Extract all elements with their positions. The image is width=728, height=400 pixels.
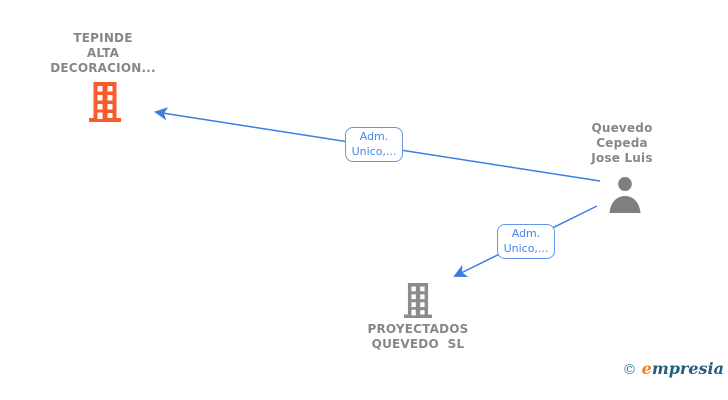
node-label-line: PROYECTADOS [367, 322, 469, 336]
node-label-line: Cepeda [596, 136, 648, 150]
edge-label-line: Unico,... [503, 242, 549, 255]
edge-label-adm-unico-tepinde[interactable]: Adm. Unico,... [345, 127, 403, 162]
edge-label-line: Adm. [359, 130, 389, 143]
edge-label-adm-unico-proyectados[interactable]: Adm. Unico,... [497, 224, 555, 259]
node-quevedo-person-label: Quevedo Cepeda Jose Luis [552, 121, 692, 166]
node-tepinde-label: TEPINDE ALTA DECORACION... [28, 31, 178, 76]
node-label-line: Quevedo [591, 121, 653, 135]
node-quevedo-person[interactable]: Quevedo Cepeda Jose Luis [552, 121, 692, 216]
watermark-brand-rest: mpresia [651, 359, 724, 378]
building-icon [404, 283, 432, 322]
watermark-brand-initial: e [641, 359, 652, 378]
node-label-line: DECORACION... [50, 61, 156, 75]
node-label-line: ALTA [86, 46, 120, 60]
node-proyectados[interactable]: PROYECTADOS QUEVEDO SL [343, 283, 493, 355]
node-tepinde[interactable]: TEPINDE ALTA DECORACION... [28, 31, 178, 122]
node-label-line: QUEVEDO SL [371, 337, 465, 351]
copyright-icon: © [622, 362, 637, 378]
person-icon [608, 177, 642, 217]
node-label-line: TEPINDE [73, 31, 133, 45]
node-proyectados-label: PROYECTADOS QUEVEDO SL [343, 322, 493, 352]
building-icon [89, 82, 121, 126]
edge-label-line: Adm. [511, 227, 541, 240]
edge-label-line: Unico,... [351, 145, 397, 158]
empresia-watermark: © empresia [602, 342, 724, 397]
node-label-line: Jose Luis [591, 151, 653, 165]
